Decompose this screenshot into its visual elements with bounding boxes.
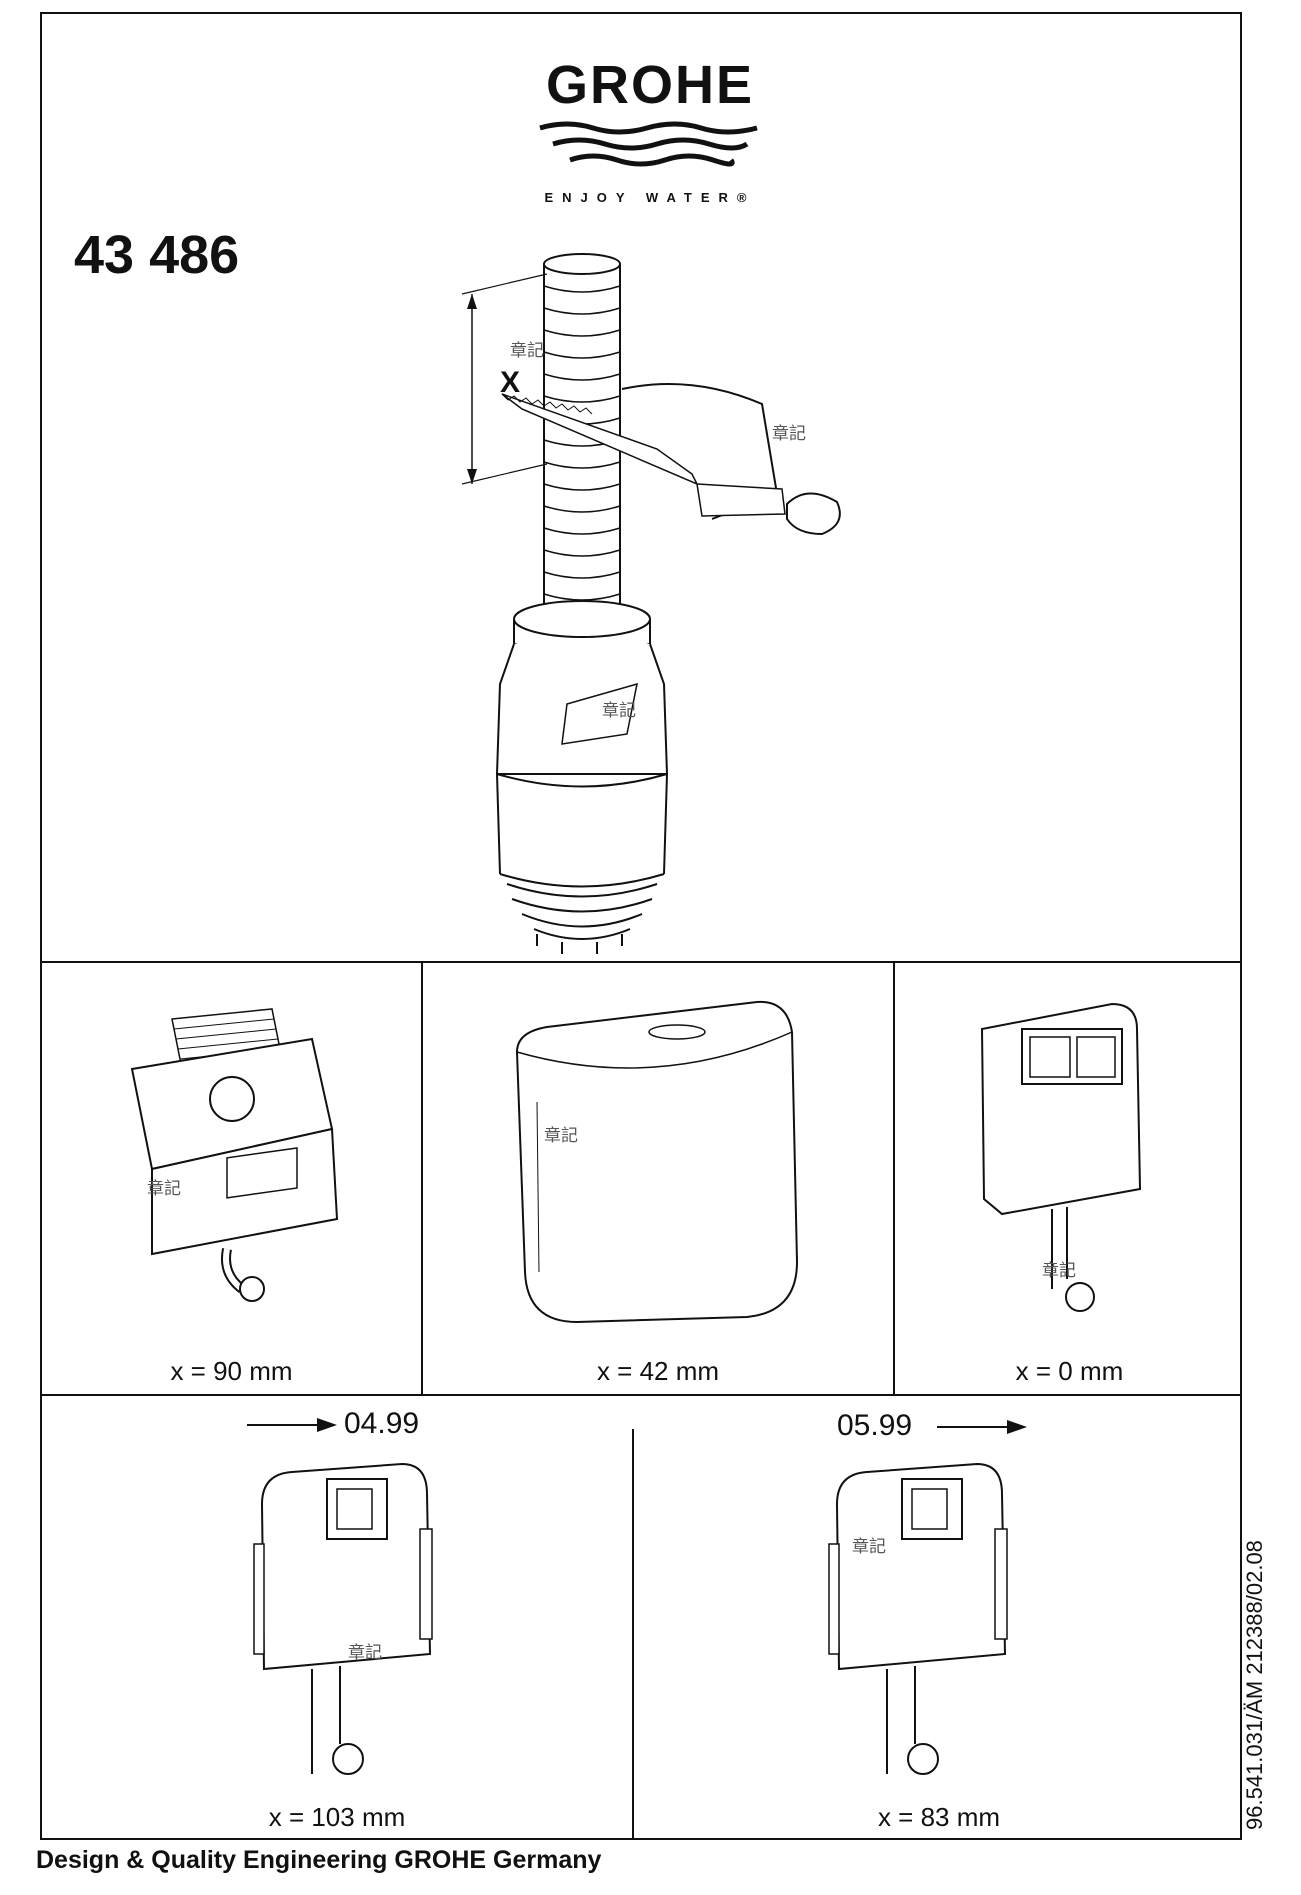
- instruction-sheet: GROHE ENJOY WATER® 43 486: [40, 12, 1242, 1840]
- frame-103mm-illustration: [253, 1462, 433, 1775]
- panel-3-caption: x = 0 mm: [1015, 1356, 1124, 1386]
- cistern-90mm-illustration: [130, 1008, 339, 1302]
- panel-4-date: 04.99: [344, 1407, 420, 1440]
- watermark-stamp: 章記: [544, 1126, 578, 1145]
- article-number: 43 486: [74, 225, 240, 285]
- watermark-stamp: 章記: [602, 701, 636, 720]
- panel-5-caption: x = 83 mm: [877, 1802, 1001, 1832]
- watermark-stamp: 章記: [772, 424, 806, 443]
- dimension-x-label: X: [500, 366, 521, 399]
- brand-wave-icon: [539, 121, 758, 167]
- divider-col-bottom: [632, 1429, 634, 1840]
- brand-logo-text: GROHE: [545, 55, 755, 115]
- watermark-stamp: 章記: [147, 1179, 181, 1198]
- arrow-from-icon: [937, 1420, 1027, 1434]
- divider-middle: [42, 1394, 1240, 1396]
- divider-col-2: [893, 961, 895, 1394]
- footer-text: Design & Quality Engineering GROHE Germa…: [36, 1846, 602, 1874]
- document-code: 96.541.031/ÄM 212388/02.08: [1242, 1540, 1267, 1830]
- watermark-stamp: 章記: [510, 341, 544, 360]
- panel-5-date: 05.99: [837, 1409, 913, 1442]
- cistern-42mm-illustration: [515, 1000, 799, 1324]
- panel-1-caption: x = 90 mm: [170, 1356, 293, 1386]
- flush-valve-illustration: [461, 253, 841, 954]
- brand-tagline: ENJOY WATER®: [544, 190, 756, 205]
- watermark-stamp: 章記: [1042, 1261, 1076, 1280]
- divider-top: [42, 961, 1240, 963]
- watermark-stamp: 章記: [348, 1643, 382, 1662]
- panel-4-caption: x = 103 mm: [268, 1802, 406, 1832]
- frame-83mm-illustration: [828, 1462, 1008, 1775]
- divider-col-1: [421, 961, 423, 1394]
- panel-2-caption: x = 42 mm: [596, 1356, 720, 1386]
- frame-0mm-illustration: [980, 1002, 1142, 1312]
- watermark-stamp: 章記: [852, 1537, 886, 1556]
- arrow-until-icon: [247, 1418, 337, 1432]
